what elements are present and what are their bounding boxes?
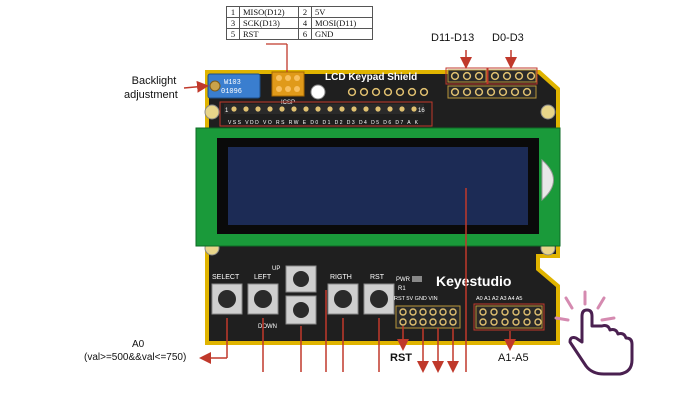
digital-header-row2 — [447, 85, 537, 99]
d11-d13-label: D11-D13 — [431, 32, 475, 44]
pwr-led — [412, 276, 422, 282]
icsp-header: ICSP — [271, 71, 305, 106]
mounting-hole — [540, 104, 556, 120]
brand-label: Keyestudio — [436, 273, 511, 289]
btn-rst-label: RST — [370, 274, 385, 281]
power-header — [395, 305, 461, 329]
backlight-label-line2: adjustment — [124, 89, 178, 101]
backlight-potentiometer: W103 01096 — [207, 73, 261, 99]
select-button-cap — [218, 290, 236, 308]
pot-code-1: W103 — [224, 79, 241, 87]
icsp-label: ICSP — [281, 100, 295, 106]
table-row: 5 RST 6 GND — [226, 28, 373, 40]
mounting-hole — [310, 84, 326, 100]
table-row: 1 MISO(D12) 2 5V — [226, 6, 373, 18]
btn-left-label: LEFT — [254, 274, 272, 281]
analog-header-labels: A0 A1 A2 A3 A4 A5 — [476, 296, 523, 302]
up-button-cap — [293, 271, 309, 287]
lcd-pin-last: 16 — [418, 108, 425, 114]
a0-label-line2: (val>=500&&val<=750) — [84, 352, 187, 363]
tap-hand-icon — [554, 290, 634, 376]
pin-signal: GND — [311, 28, 373, 40]
left-button-cap — [254, 290, 272, 308]
lcd-led-tab — [541, 158, 554, 202]
down-button-cap — [293, 302, 309, 318]
analog-highlight — [473, 303, 545, 331]
rst-label: RST — [390, 352, 412, 364]
digital-header-d11-d13 — [447, 69, 487, 83]
backlight-label-line1: Backlight — [131, 75, 177, 87]
mounting-hole — [204, 104, 220, 120]
right-button-cap — [334, 290, 352, 308]
btn-down-label: DOWN — [258, 324, 277, 330]
lcd-pin-labels: VSS VDD VO RS RW E D0 D1 D2 D3 D4 D5 D6 … — [228, 120, 419, 126]
keypad-buttons: SELECT LEFT UP DOWN RIGTH RST — [211, 265, 395, 330]
btn-up-label: UP — [272, 266, 280, 272]
middle-pad-row — [347, 87, 429, 97]
lcd-pin-row: 1 16 VSS VDD VO RS RW E D0 D1 D2 D3 D4 D… — [224, 104, 425, 126]
rst-button-cap — [370, 290, 388, 308]
icsp-pin-table: 1 MISO(D12) 2 5V 3 SCK(D13) 4 MOSI(D11) … — [226, 6, 373, 40]
board-title: LCD Keypad Shield — [325, 72, 417, 83]
btn-right-label: RIGTH — [330, 274, 352, 281]
pwr-label: PWR — [396, 277, 411, 283]
lcd-screen — [228, 147, 528, 225]
lcd-pin-highlight — [219, 101, 433, 127]
right-button — [327, 283, 359, 315]
annotation-arrows — [183, 50, 517, 373]
power-header-labels: RST 5V GND VIN — [394, 296, 438, 302]
digital-header-d0-d3 — [487, 69, 537, 83]
d0-d3-label: D0-D3 — [492, 32, 524, 44]
pot-code-2: 01096 — [221, 88, 242, 96]
a0-label-line1: A0 — [132, 339, 145, 350]
r1-label: R1 — [398, 286, 406, 292]
a1-a5-label: A1-A5 — [498, 352, 529, 364]
btn-select-label: SELECT — [212, 274, 240, 281]
lcd-pin-first: 1 — [225, 108, 229, 114]
analog-header — [475, 305, 543, 329]
